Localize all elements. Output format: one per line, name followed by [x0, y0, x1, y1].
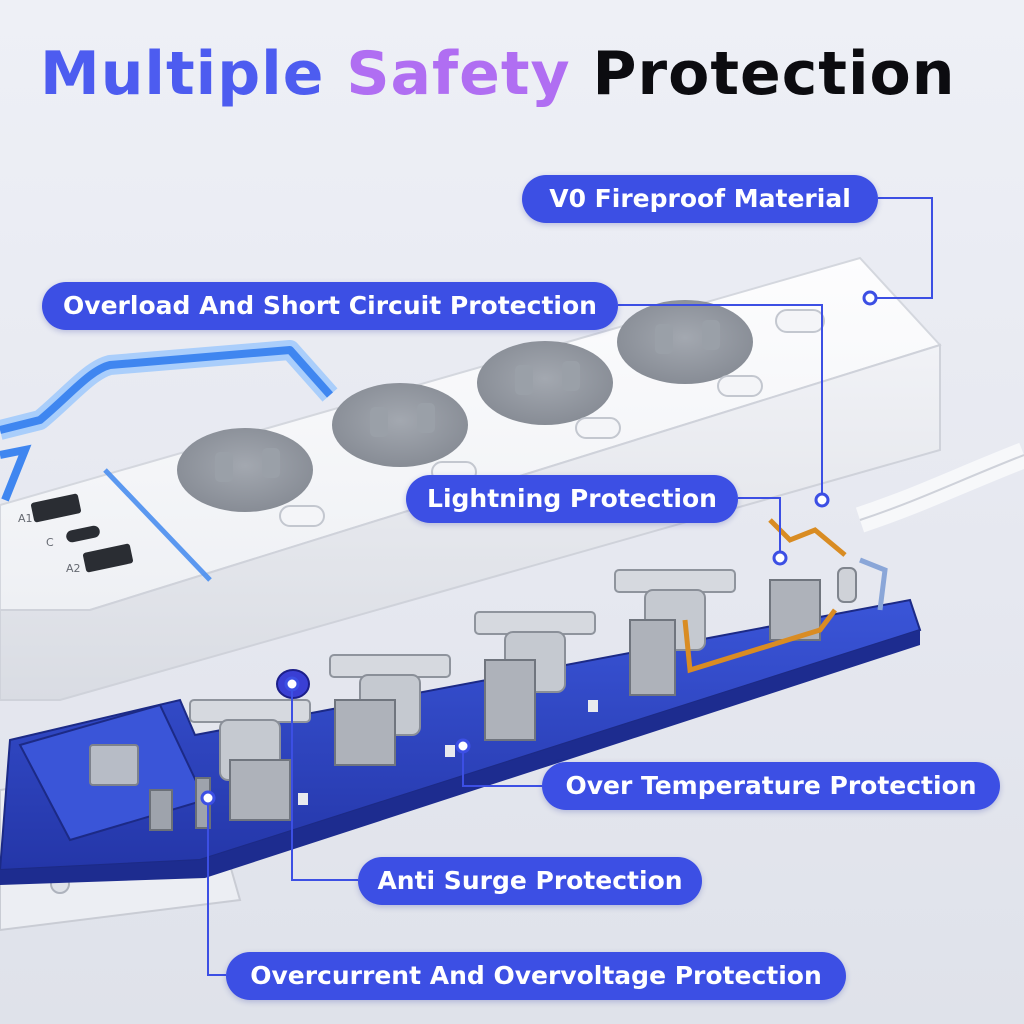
- socket-switch-1[interactable]: [279, 505, 325, 527]
- leader-overload: [618, 304, 823, 500]
- leader-fireproof: [870, 197, 933, 299]
- dot-fireproof: [862, 290, 878, 306]
- usb-port-panel: A1 C A2: [18, 493, 133, 575]
- dot-overcurrent: [200, 790, 216, 806]
- socket-4: [617, 300, 753, 384]
- usb-a2-port: [83, 543, 133, 573]
- outlet-sockets: [177, 300, 825, 527]
- usb-a2-label: A2: [66, 562, 81, 575]
- master-power-button[interactable]: [775, 309, 825, 333]
- dot-lightning: [772, 550, 788, 566]
- label-overcurrent-overvoltage: Overcurrent And Overvoltage Protection: [226, 952, 846, 1000]
- socket-2: [332, 383, 468, 467]
- leader-lightning: [738, 497, 781, 555]
- dot-overload: [814, 492, 830, 508]
- label-anti-surge: Anti Surge Protection: [358, 857, 702, 905]
- leader-overcurrent: [207, 800, 226, 976]
- label-lightning-protection: Lightning Protection: [406, 475, 738, 523]
- title-word-protection: Protection: [592, 39, 956, 109]
- usb-a1-label: A1: [18, 512, 33, 525]
- socket-1: [177, 428, 313, 512]
- leader-temperature: [462, 748, 542, 787]
- callout-lines: [207, 197, 933, 976]
- socket-switch-3[interactable]: [575, 417, 621, 439]
- dot-temperature: [455, 738, 471, 754]
- usb-c-port: [66, 525, 100, 543]
- label-fireproof-material: V0 Fireproof Material: [522, 175, 878, 223]
- usb-c-label: C: [46, 536, 54, 549]
- leader-surge: [291, 685, 358, 881]
- title-word-safety: Safety: [346, 39, 571, 109]
- socket-3: [477, 341, 613, 425]
- callout-dots: [200, 290, 878, 806]
- power-cable: [855, 442, 1024, 533]
- label-over-temperature: Over Temperature Protection: [542, 762, 1000, 810]
- page-title: Multiple Safety Protection: [40, 36, 955, 112]
- relay-components: [149, 567, 857, 831]
- title-word-multiple: Multiple: [40, 39, 325, 109]
- dot-surge: [284, 676, 300, 692]
- usb-a1-port: [31, 493, 81, 523]
- label-overload-short-circuit: Overload And Short Circuit Protection: [42, 282, 618, 330]
- socket-switch-4[interactable]: [717, 375, 763, 397]
- glow-handle: [0, 340, 338, 502]
